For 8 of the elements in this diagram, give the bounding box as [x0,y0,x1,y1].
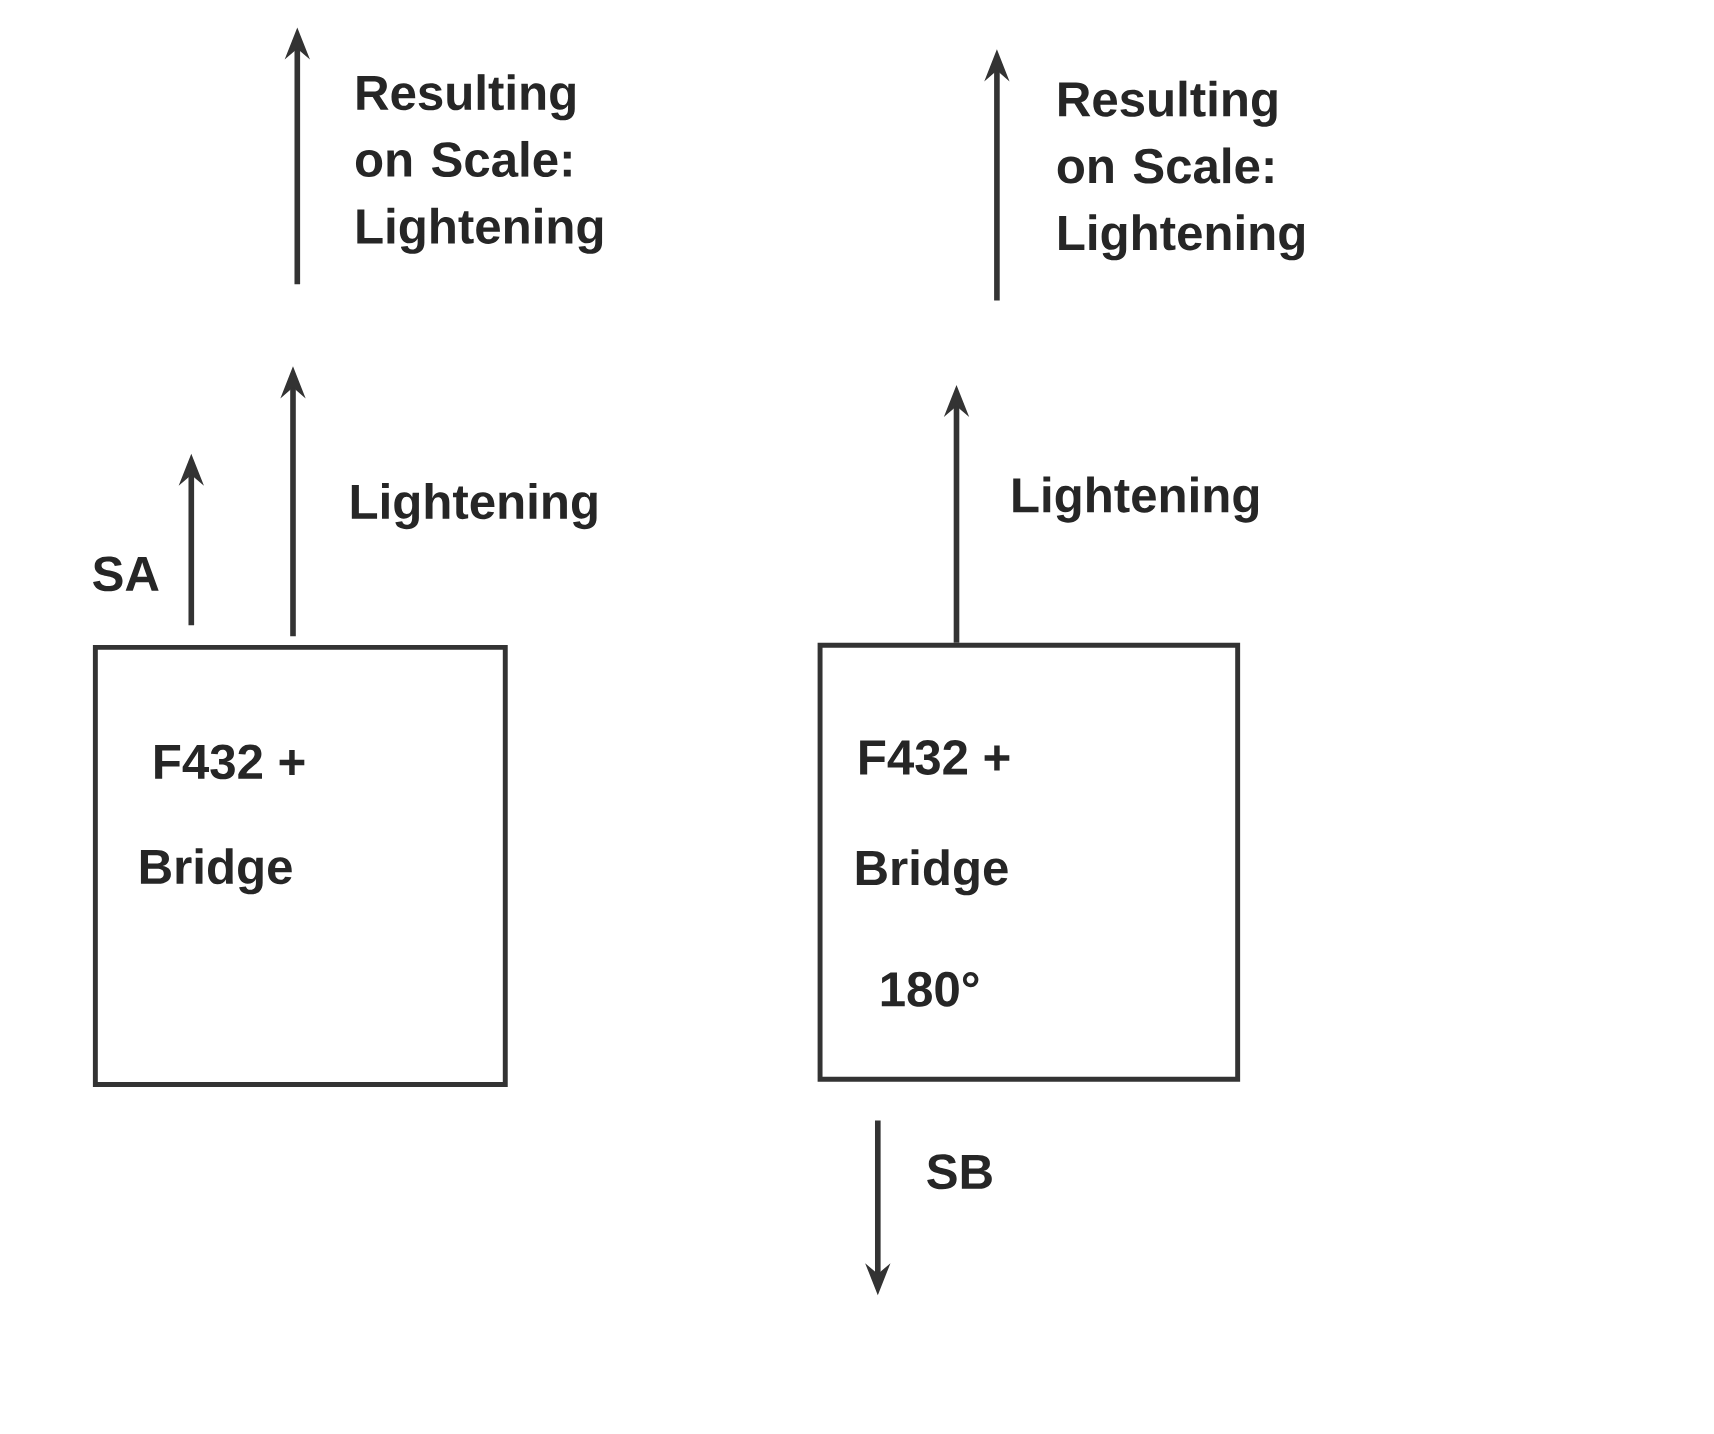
force-label: Resulting on Scale: Lightening [355,74,603,254]
force-label: SB [927,1154,992,1190]
force-label: Resulting on Scale: Lightening [1057,80,1305,261]
force-label: Lightening [1013,476,1259,523]
force-label: SA [93,556,159,592]
bridge-box: F432 + Bridge 180° [817,642,1241,1082]
force-label: Lightening [351,483,597,530]
bridge-box: F432 + Bridge [92,644,508,1088]
